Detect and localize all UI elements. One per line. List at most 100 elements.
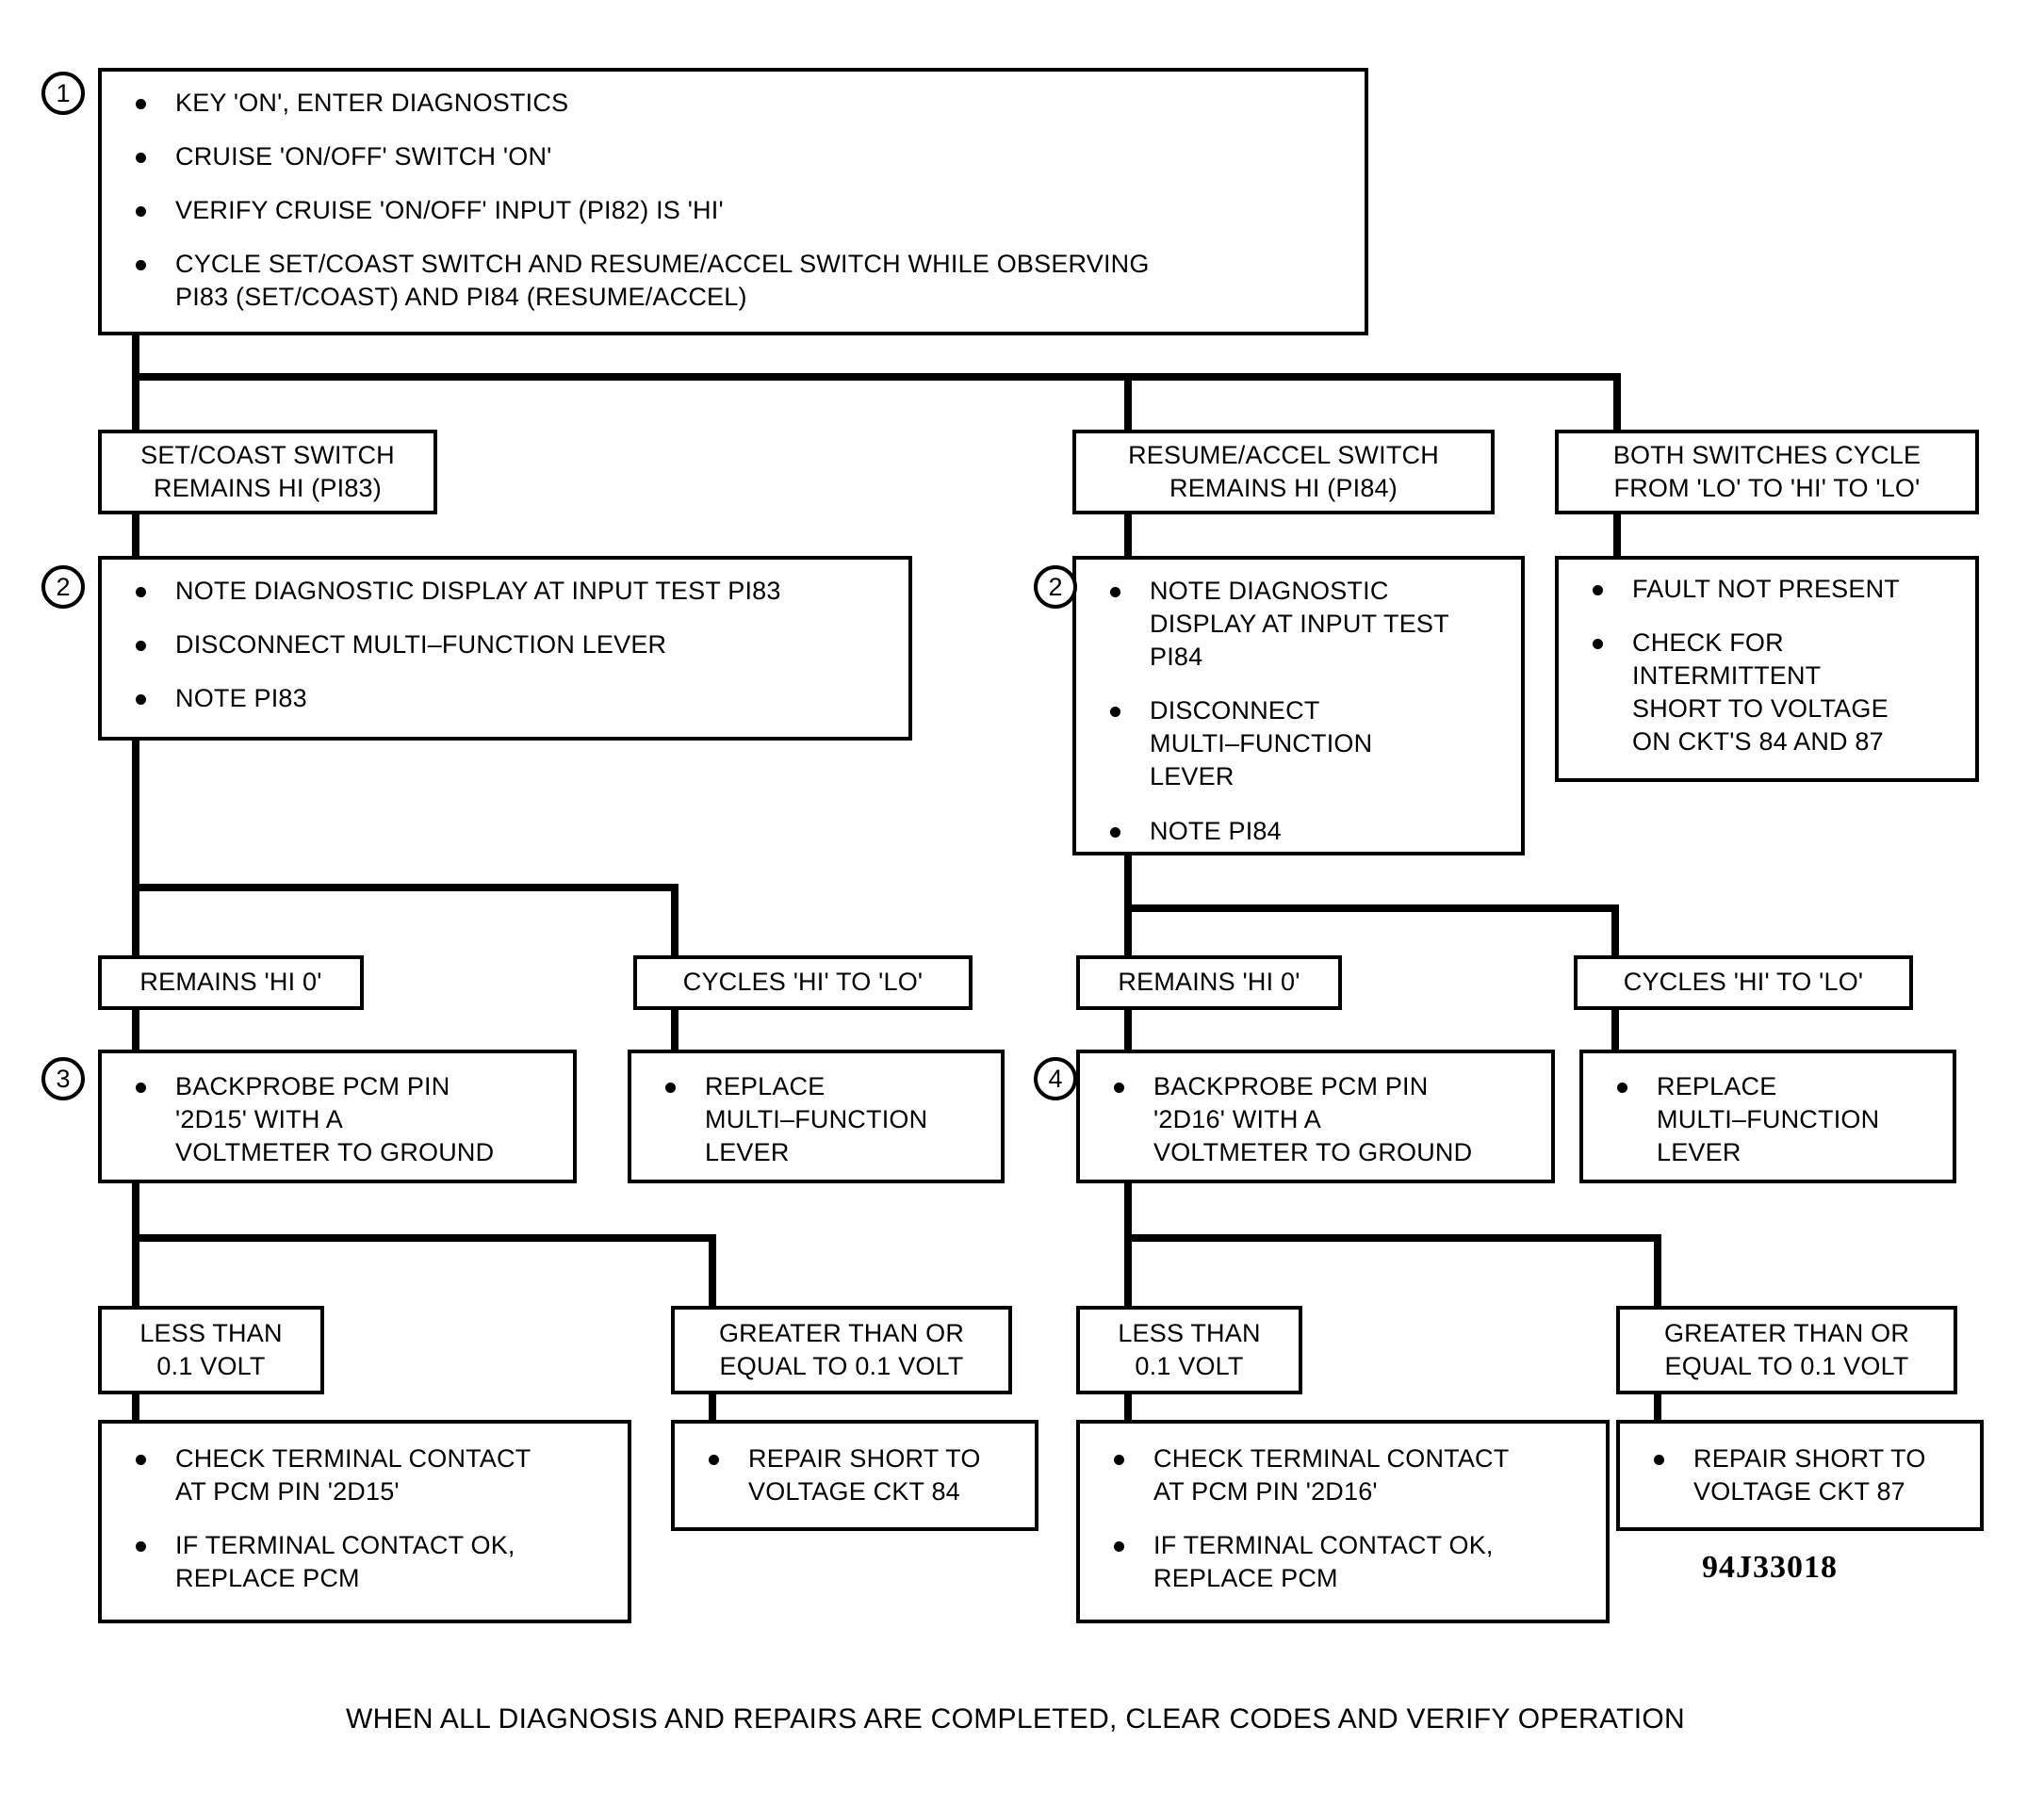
branch-line: 0.1 VOLT — [1135, 1352, 1244, 1380]
bullet-line: NOTE DIAGNOSTIC — [1150, 577, 1389, 605]
bullet-line: '2D15' WITH A — [175, 1105, 343, 1134]
bullet-line: CRUISE 'ON/OFF' SWITCH 'ON' — [175, 142, 552, 171]
branch-line: REMAINS HI (PI83) — [154, 474, 382, 502]
connector-resumeaccel-to-step2 — [1124, 514, 1132, 556]
list-item: BACKPROBE PCM PIN '2D16' WITH A VOLTMETE… — [1097, 1070, 1538, 1169]
bullet-line: VERIFY CRUISE 'ON/OFF' INPUT (PI82) IS '… — [175, 196, 724, 225]
connector-to-right-greater — [1654, 1234, 1661, 1306]
bullet-line: PI84 — [1150, 643, 1203, 672]
connector-to-right-remains — [1124, 904, 1132, 955]
outcome-left-short-bullet-list: REPAIR SHORT TO VOLTAGE CKT 84 — [692, 1442, 1022, 1508]
connector-to-right-cycles — [1611, 904, 1619, 955]
outcome-right-short-box: REPAIR SHORT TO VOLTAGE CKT 87 — [1616, 1420, 1984, 1531]
branch-resume-accel-switch: RESUME/ACCEL SWITCH REMAINS HI (PI84) — [1072, 430, 1495, 514]
outcome-left-pcm-bullet-list: CHECK TERMINAL CONTACT AT PCM PIN '2D15'… — [119, 1442, 614, 1595]
bullet-line: KEY 'ON', ENTER DIAGNOSTICS — [175, 89, 569, 117]
connector-left-volt-bus — [132, 1234, 716, 1242]
bullet-line: REPAIR SHORT TO — [748, 1444, 981, 1473]
step-number-4: 4 — [1034, 1057, 1077, 1100]
bullet-line: NOTE DIAGNOSTIC DISPLAY AT INPUT TEST PI… — [175, 577, 781, 605]
bullet-line: CHECK TERMINAL CONTACT — [1153, 1444, 1510, 1473]
connector-rightless-to-outcome — [1124, 1371, 1132, 1420]
step2-left-box: NOTE DIAGNOSTIC DISPLAY AT INPUT TEST PI… — [98, 556, 912, 741]
branch-line: 0.1 VOLT — [156, 1352, 266, 1380]
bullet-line: REPLACE — [705, 1072, 826, 1100]
connector-bus-to-bothswitches — [1613, 373, 1621, 430]
step4-box: BACKPROBE PCM PIN '2D16' WITH A VOLTMETE… — [1076, 1050, 1555, 1183]
connector-to-left-remains — [132, 884, 139, 955]
connector-rightcycles-to-replace — [1611, 1010, 1619, 1050]
bullet-line: LEVER — [705, 1138, 790, 1167]
branch-left-greater-equal: GREATER THAN OR EQUAL TO 0.1 VOLT — [671, 1306, 1012, 1394]
step1-bullet-list: KEY 'ON', ENTER DIAGNOSTICS CRUISE 'ON/O… — [119, 87, 1351, 314]
branch-line: BOTH SWITCHES CYCLE — [1612, 440, 1921, 469]
connector-bothswitches-to-fault — [1613, 514, 1621, 556]
branch-line: LESS THAN — [139, 1318, 283, 1347]
bullet-line: DISPLAY AT INPUT TEST — [1150, 610, 1449, 639]
bullet-line: REPLACE — [1657, 1072, 1777, 1100]
fault-not-present-box: FAULT NOT PRESENT CHECK FOR INTERMITTENT… — [1555, 556, 1979, 782]
bullet-line: AT PCM PIN '2D16' — [1153, 1477, 1378, 1507]
bullet-line: REPLACE PCM — [1153, 1564, 1338, 1593]
step2-left-bullet-list: NOTE DIAGNOSTIC DISPLAY AT INPUT TEST PI… — [119, 575, 895, 715]
list-item: IF TERMINAL CONTACT OK, REPLACE PCM — [119, 1529, 614, 1595]
connector-main-bus — [132, 373, 1621, 381]
connector-setcoast-to-step2 — [132, 514, 139, 556]
step-number-1-label: 1 — [56, 78, 71, 107]
list-item: CHECK FOR INTERMITTENT SHORT TO VOLTAGE … — [1576, 627, 1962, 758]
branch-line: CYCLES 'HI' TO 'LO' — [682, 968, 924, 997]
bullet-line: MULTI–FUNCTION — [1657, 1105, 1880, 1134]
bullet-line: BACKPROBE PCM PIN — [175, 1072, 450, 1100]
bullet-line: REPAIR SHORT TO — [1693, 1444, 1926, 1473]
branch-right-cycles-hi-to-lo: CYCLES 'HI' TO 'LO' — [1574, 955, 1913, 1010]
connector-bus-to-resumeaccel — [1124, 373, 1132, 430]
bullet-line: CYCLE SET/COAST SWITCH AND RESUME/ACCEL … — [175, 250, 1150, 279]
branch-left-less-than: LESS THAN 0.1 VOLT — [98, 1306, 324, 1394]
outcome-left-short-box: REPAIR SHORT TO VOLTAGE CKT 84 — [671, 1420, 1038, 1531]
step-number-1: 1 — [41, 72, 85, 115]
bullet-line: BACKPROBE PCM PIN — [1153, 1072, 1429, 1100]
bullet-line: DISCONNECT MULTI–FUNCTION LEVER — [175, 630, 667, 660]
connector-leftgreater-to-outcome — [709, 1371, 716, 1420]
connector-right-branch2-bus — [1124, 904, 1619, 912]
bullet-line: MULTI–FUNCTION — [1150, 729, 1373, 758]
bullet-line: VOLTMETER TO GROUND — [175, 1138, 495, 1167]
list-item: VERIFY CRUISE 'ON/OFF' INPUT (PI82) IS '… — [119, 194, 1351, 227]
bullet-line: CHECK TERMINAL CONTACT — [175, 1444, 531, 1473]
bullet-line: VOLTAGE CKT 87 — [1693, 1477, 1905, 1507]
list-item: IF TERMINAL CONTACT OK, REPLACE PCM — [1097, 1529, 1593, 1595]
branch-line: SET/COAST SWITCH — [140, 440, 395, 469]
step-number-2-left-label: 2 — [56, 572, 71, 601]
step-number-3-label: 3 — [56, 1064, 71, 1093]
step4-bullet-list: BACKPROBE PCM PIN '2D16' WITH A VOLTMETE… — [1097, 1070, 1538, 1169]
connector-step2left-down — [132, 741, 139, 891]
bullet-line: FAULT NOT PRESENT — [1632, 575, 1900, 603]
bullet-line: CHECK FOR — [1632, 628, 1784, 658]
branch-line: REMAINS 'HI 0' — [1118, 968, 1300, 997]
replace-lever-left-box: REPLACE MULTI–FUNCTION LEVER — [628, 1050, 1005, 1183]
step-number-2-right-label: 2 — [1048, 572, 1063, 601]
branch-line: REMAINS 'HI 0' — [139, 968, 322, 997]
branch-right-remains-hi: REMAINS 'HI 0' — [1076, 955, 1342, 1010]
branch-line: LESS THAN — [1118, 1318, 1261, 1347]
branch-line: CYCLES 'HI' TO 'LO' — [1623, 968, 1864, 997]
connector-to-left-greater — [709, 1234, 716, 1306]
bullet-line: MULTI–FUNCTION — [705, 1105, 928, 1134]
connector-right-volt-bus — [1124, 1234, 1661, 1242]
branch-line: EQUAL TO 0.1 VOLT — [719, 1352, 964, 1380]
bullet-line: IF TERMINAL CONTACT OK, — [175, 1531, 515, 1560]
bullet-line: LEVER — [1150, 762, 1235, 791]
bullet-line: AT PCM PIN '2D15' — [175, 1477, 400, 1507]
connector-bus-to-setcoast — [132, 373, 139, 430]
list-item: BACKPROBE PCM PIN '2D15' WITH A VOLTMETE… — [119, 1070, 560, 1169]
step3-box: BACKPROBE PCM PIN '2D15' WITH A VOLTMETE… — [98, 1050, 577, 1183]
step2-right-box: NOTE DIAGNOSTIC DISPLAY AT INPUT TEST PI… — [1072, 556, 1525, 855]
connector-left-branch2-bus — [132, 884, 679, 891]
list-item: CHECK TERMINAL CONTACT AT PCM PIN '2D16' — [1097, 1442, 1593, 1508]
list-item: NOTE DIAGNOSTIC DISPLAY AT INPUT TEST PI… — [1093, 575, 1508, 674]
branch-left-remains-hi: REMAINS 'HI 0' — [98, 955, 364, 1010]
bullet-line: SHORT TO VOLTAGE — [1632, 694, 1889, 724]
branch-line: FROM 'LO' TO 'HI' TO 'LO' — [1613, 474, 1921, 502]
branch-right-less-than: LESS THAN 0.1 VOLT — [1076, 1306, 1302, 1394]
branch-line: RESUME/ACCEL SWITCH — [1128, 440, 1439, 469]
